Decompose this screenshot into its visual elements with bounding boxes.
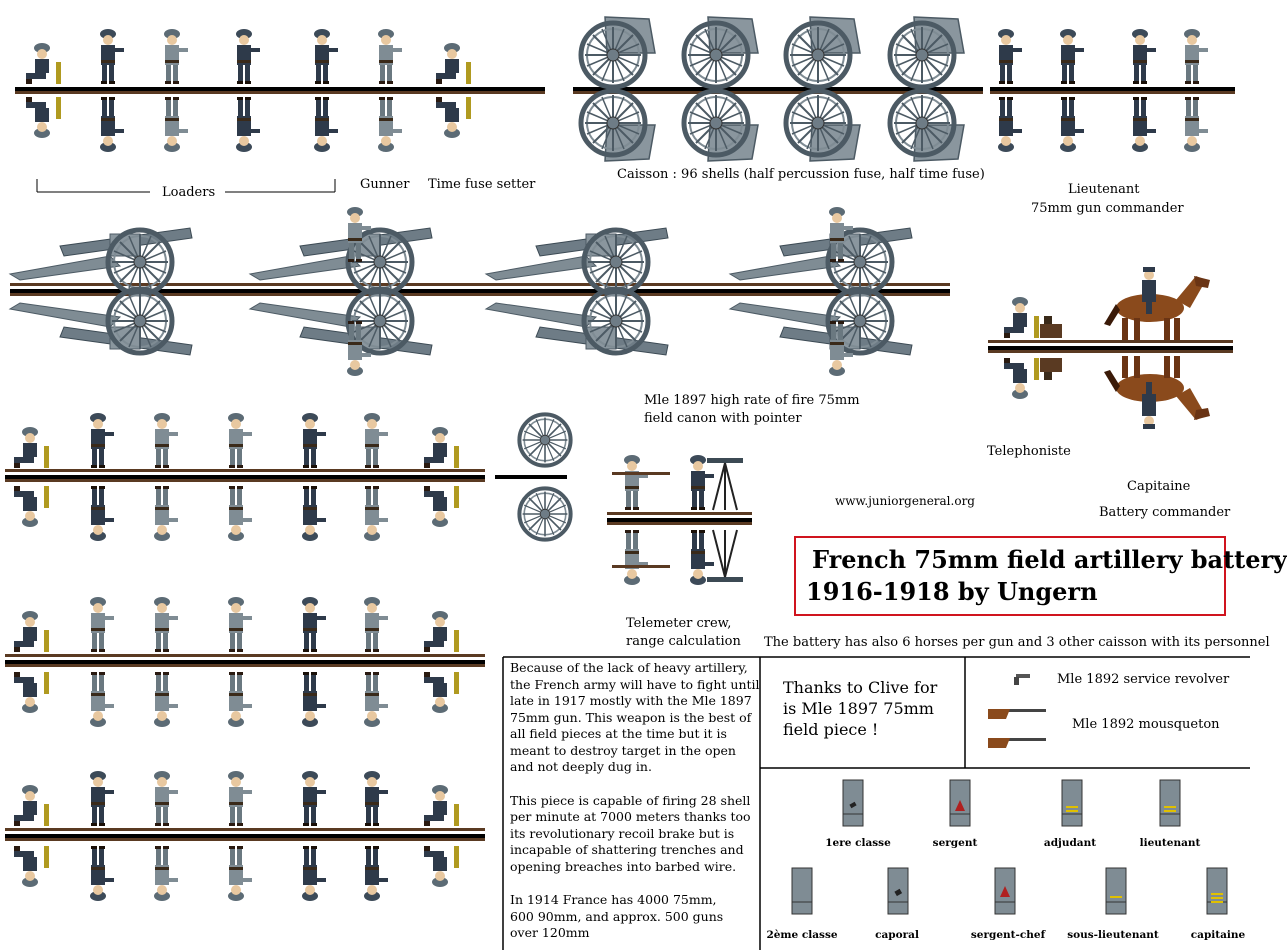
rank-label-capitaine: capitaine [1190, 929, 1246, 941]
rank-patch-1ere-classe [842, 779, 864, 827]
label-gunner: Gunner [360, 177, 410, 192]
page-title-line2: 1916-1918 by Ungern [806, 577, 1098, 606]
description-block: Because of the lack of heavy artillery, … [510, 660, 760, 942]
rank-label-sergent: sergent [932, 837, 978, 849]
rank-patch-2eme-classe [791, 867, 813, 915]
label-mousqueton: Mle 1892 mousqueton [1072, 717, 1220, 732]
info-panel-borders [502, 656, 1250, 950]
label-lieutenant: Lieutenant [1068, 182, 1140, 197]
rank-label-lieutenant: lieutenant [1139, 837, 1201, 849]
rank-label-adjudant: adjudant [1043, 837, 1097, 849]
title-frame [794, 536, 1226, 616]
label-loaders: Loaders [162, 185, 216, 200]
thanks-note: Thanks to Clive for is Mle 1897 75mm fie… [783, 678, 938, 739]
label-gun-commander: 75mm gun commander [1031, 201, 1184, 216]
rank-label-2eme-classe: 2ème classe [766, 929, 838, 941]
crew-grid-row-2 [5, 597, 485, 727]
label-telemeter-line1: Telemeter crew, [626, 616, 732, 631]
rank-patch-caporal [887, 867, 909, 915]
telephoniste-capitaine-figures [988, 267, 1233, 429]
label-caisson: Caisson : 96 shells (half percussion fus… [617, 167, 985, 182]
rank-patch-lieutenant [1159, 779, 1181, 827]
page-title-line1: French 75mm field artillery battery [812, 545, 1287, 574]
crew-grid-row-3 [5, 771, 485, 901]
description-paragraph-3: In 1914 France has 4000 75mm, 600 90mm, … [510, 892, 724, 940]
website-url: www.juniorgeneral.org [835, 494, 975, 508]
label-time-fuse-setter: Time fuse setter [428, 177, 536, 192]
field-gun-figures [10, 207, 950, 376]
rank-patch-adjudant [1061, 779, 1083, 827]
description-paragraph-1: Because of the lack of heavy artillery, … [510, 660, 760, 774]
label-field-canon-line1: Mle 1897 high rate of fire 75mm [644, 393, 860, 408]
rank-patch-sergent [949, 779, 971, 827]
rank-label-sous-lieutenant: sous-lieutenant [1067, 929, 1159, 941]
top-row-figures [15, 29, 545, 193]
rank-label-sergent-chef: sergent-chef [970, 929, 1046, 941]
revolver-icon [1014, 674, 1030, 685]
label-field-canon-line2: field canon with pointer [644, 411, 802, 426]
rank-patch-sergent-chef [994, 867, 1016, 915]
rank-label-1ere-classe: 1ere classe [825, 837, 891, 849]
label-telemeter-line2: range calculation [626, 634, 741, 649]
label-battery-commander: Battery commander [1099, 505, 1231, 520]
description-paragraph-2: This piece is capable of firing 28 shell… [510, 792, 751, 874]
rank-patches [791, 779, 1228, 915]
rank-patch-sous-lieutenant [1105, 867, 1127, 915]
label-capitaine: Capitaine [1127, 479, 1191, 494]
telemeter-crew-figures [607, 455, 752, 585]
label-battery-note: The battery has also 6 horses per gun an… [764, 635, 1270, 650]
mousqueton-icon [988, 709, 1046, 748]
rank-label-caporal: caporal [875, 929, 919, 941]
label-telephoniste: Telephoniste [987, 444, 1071, 459]
label-revolver: Mle 1892 service revolver [1057, 672, 1230, 687]
caisson-figures [573, 17, 983, 161]
lieutenant-figures [990, 29, 1235, 152]
artwork-canvas [5, 0, 1250, 950]
crew-grid-row-1 [5, 413, 571, 541]
rank-patch-capitaine [1206, 867, 1228, 915]
